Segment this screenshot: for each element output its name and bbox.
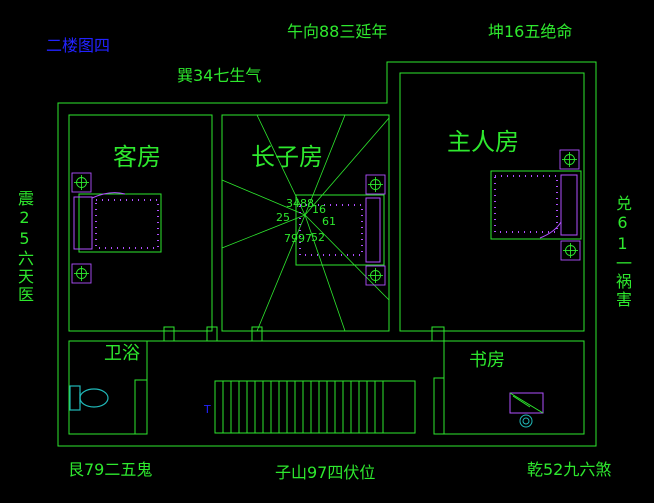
room-label-guest: 客房 — [113, 143, 161, 171]
guest-room-wall — [68, 114, 213, 332]
walls — [57, 61, 597, 447]
stair-mark: T — [204, 403, 211, 416]
room-label-bathroom: 卫浴 — [104, 343, 140, 364]
room-label-master: 主人房 — [447, 128, 519, 156]
toilet-icon — [69, 385, 109, 411]
outer-wall — [57, 61, 597, 447]
center-number-left: 25 — [276, 211, 290, 224]
direction-northwest: 乾52九六煞 — [527, 460, 612, 479]
column — [206, 326, 218, 342]
compass-lines — [221, 114, 390, 332]
staircase — [214, 380, 416, 434]
center-number-top: 3488 — [286, 197, 314, 210]
center-number-right-bottom: 52 — [311, 231, 325, 244]
study-desk — [509, 392, 544, 428]
study-wall — [443, 340, 585, 435]
room-label-elder-son: 长子房 — [251, 143, 323, 171]
column — [433, 377, 445, 435]
lamp-icons — [71, 149, 581, 286]
master-room-wall — [399, 72, 585, 332]
master-bed — [490, 170, 582, 240]
center-number-bottom: 7997 — [284, 232, 312, 245]
direction-southeast: 巽34七生气 — [177, 66, 262, 85]
direction-southwest: 坤16五绝命 — [488, 22, 573, 41]
direction-west: 兑61一祸害 — [613, 195, 632, 309]
center-number-right-top: 16 — [312, 203, 326, 216]
elder-son-room-wall — [221, 114, 390, 332]
room-label-study: 书房 — [469, 350, 505, 371]
direction-north: 子山97四伏位 — [275, 463, 376, 482]
direction-northeast: 艮79二五鬼 — [68, 460, 153, 479]
elder-son-bed — [295, 194, 385, 266]
direction-south: 午向88三延年 — [287, 22, 388, 41]
column — [134, 379, 148, 435]
column — [251, 326, 263, 342]
center-number-right: 61 — [322, 215, 336, 228]
column — [431, 326, 445, 342]
guest-bed — [73, 192, 162, 253]
floor-title: 二楼图四 — [46, 36, 111, 55]
direction-east: 震25六天医 — [15, 190, 34, 304]
column — [163, 326, 175, 342]
